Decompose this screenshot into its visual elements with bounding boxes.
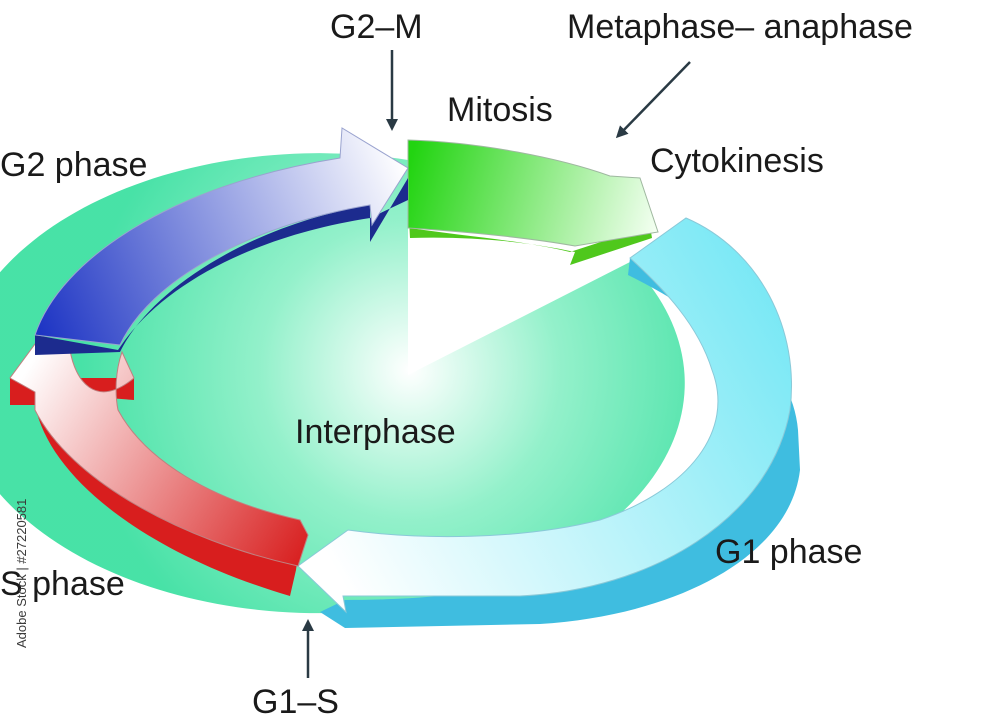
g2-phase-arrow <box>34 127 409 355</box>
metaphase-anaphase-label: Metaphase– anaphase <box>567 8 913 46</box>
s-phase-label: S phase <box>0 565 125 603</box>
g2-m-label: G2–M <box>330 8 423 46</box>
interphase-label: Interphase <box>295 413 456 451</box>
g1-phase-label: G1 phase <box>715 533 862 571</box>
mitosis-label: Mitosis <box>447 91 553 129</box>
metaphase-anaphase-pointer <box>615 61 691 139</box>
mitosis-arrow <box>407 139 659 265</box>
g1-s-label: G1–S <box>252 683 339 721</box>
g2-phase-label: G2 phase <box>0 146 147 184</box>
s-phase-arrow <box>9 339 309 596</box>
cytokinesis-label: Cytokinesis <box>650 142 824 180</box>
stock-watermark: Adobe Stock | #27220581 <box>14 499 29 648</box>
g1-phase-arrow <box>297 217 800 628</box>
